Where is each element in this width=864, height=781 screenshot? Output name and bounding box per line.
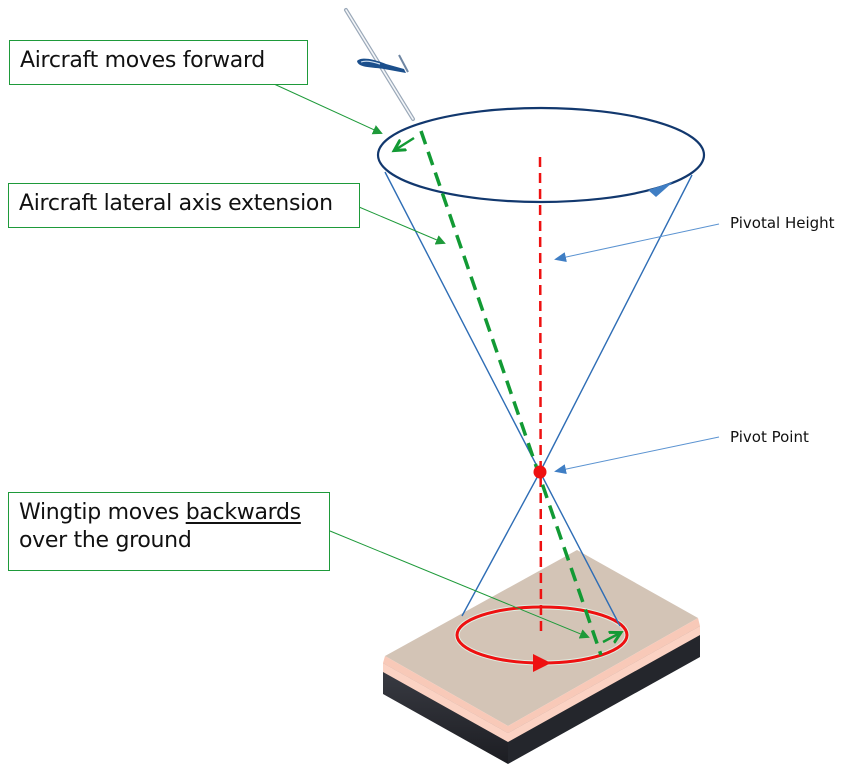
aircraft-circling-path xyxy=(376,106,706,204)
label-pivot-point: Pivot Point xyxy=(730,428,809,446)
pivot-point-leader xyxy=(554,436,720,475)
cone-line-upper-left xyxy=(384,171,541,473)
ground-slab xyxy=(383,550,700,764)
lateral-callout-leader xyxy=(358,206,446,245)
ground-surface xyxy=(385,550,698,726)
slab-edge-rim xyxy=(383,626,700,742)
lateral-axis-extension xyxy=(419,130,603,656)
cone-line-lower-right xyxy=(539,471,621,627)
pivot-point-marker xyxy=(533,465,547,479)
forward-callout-leader xyxy=(273,83,383,135)
label-pivotal-height: Pivotal Height xyxy=(730,214,835,232)
aircraft-forward-arrow xyxy=(395,136,415,150)
callout-lateral-axis-extension: Aircraft lateral axis extension xyxy=(8,183,360,228)
circling-direction-arrow xyxy=(648,182,673,197)
pivotal-height-line xyxy=(538,156,543,637)
wingtip-backward-arrow xyxy=(602,633,620,642)
ground-edge-highlight xyxy=(383,618,700,733)
cone-line-lower-left xyxy=(461,471,541,617)
pivotal-height-leader xyxy=(554,223,720,262)
callout-text: Aircraft moves forward xyxy=(20,48,265,73)
callout-wingtip-moves-backwards: Wingtip moves backwards over the ground xyxy=(8,492,330,571)
callout-text-emphasis: backwards xyxy=(185,500,301,525)
glider-icon xyxy=(344,8,415,121)
wingtip-callout-leader xyxy=(329,530,590,639)
callout-text-prefix: Wingtip moves xyxy=(19,500,186,525)
cone-line-upper-right xyxy=(539,174,693,473)
callout-text-line2: over the ground xyxy=(19,528,192,553)
ground-path-direction-arrow xyxy=(533,654,551,672)
callout-aircraft-moves-forward: Aircraft moves forward xyxy=(9,40,308,85)
callout-text: Aircraft lateral axis extension xyxy=(19,191,333,216)
